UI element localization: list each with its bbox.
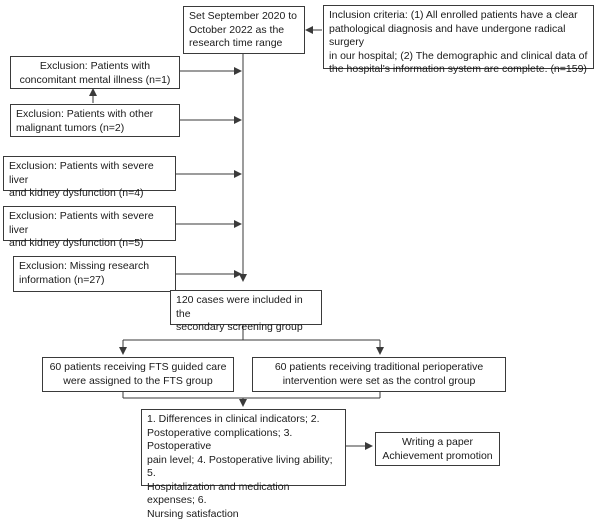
control-group-box: 60 patients receiving traditional periop… <box>252 357 506 392</box>
connector-layer <box>89 26 384 450</box>
exclusion-mental-illness-box: Exclusion: Patients with concomitant men… <box>10 56 180 89</box>
writing-paper-box: Writing a paper Achievement promotion <box>375 432 500 466</box>
time-range-box: Set September 2020 to October 2022 as th… <box>183 6 305 54</box>
exclusion-missing-information-box: Exclusion: Missing research information … <box>13 256 176 292</box>
exclusion-liver-kidney-2-box: Exclusion: Patients with severe liver an… <box>3 206 176 249</box>
fts-group-box: 60 patients receiving FTS guided care we… <box>42 357 234 392</box>
exclusion-malignant-tumors-box: Exclusion: Patients with other malignant… <box>10 104 180 137</box>
outcomes-box: 1. Differences in clinical indicators; 2… <box>141 409 346 520</box>
exclusion-liver-kidney-1-box: Exclusion: Patients with severe liver an… <box>3 156 176 199</box>
inclusion-criteria-box: Inclusion criteria: (1) All enrolled pat… <box>323 5 594 75</box>
secondary-screening-box: 120 cases were included in the secondary… <box>170 290 322 333</box>
flow-diagram: Set September 2020 to October 2022 as th… <box>3 5 594 520</box>
